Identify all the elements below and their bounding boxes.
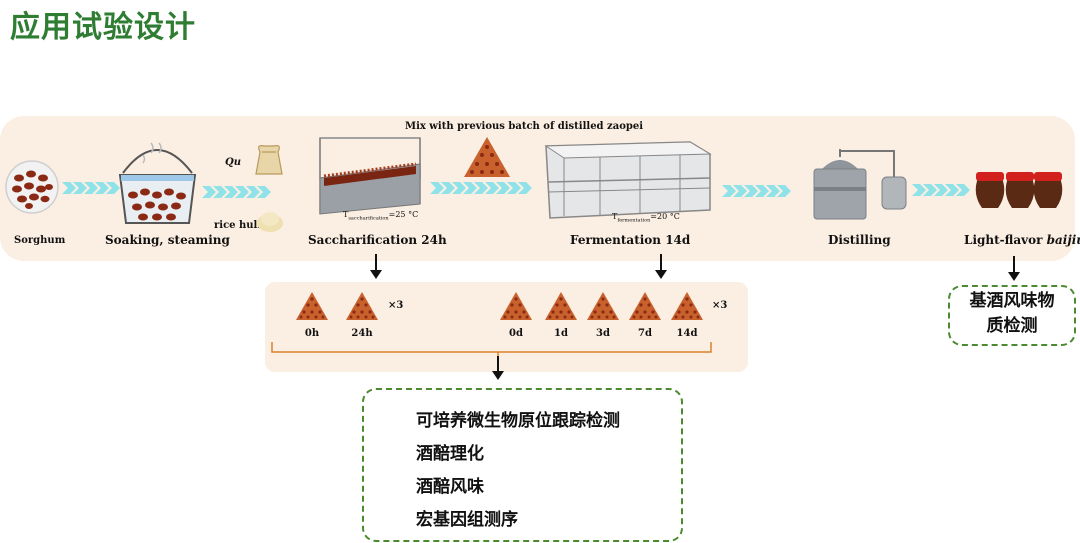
flow-arrow-icon <box>62 182 120 194</box>
replicates-label: ×3 <box>712 300 728 311</box>
analysis-item: 宏基因组测序 <box>416 510 518 530</box>
sorghum-bowl-icon <box>5 160 59 214</box>
analysis-item: 酒醅理化 <box>416 444 484 464</box>
base-liquor-line1: 基酒风味物 <box>969 291 1055 311</box>
steaming-pot-icon <box>118 142 197 224</box>
flow-arrow-icon <box>202 186 271 198</box>
saccharification-bed-icon <box>319 137 421 215</box>
sample-time-label: 3d <box>596 328 610 339</box>
flow-arrow-icon <box>912 184 970 196</box>
fermentation-label: Fermentation 14d <box>570 233 691 247</box>
sample-pile-icon <box>295 290 329 322</box>
sample-pile-icon <box>544 290 578 322</box>
mix-label: Mix with previous batch of distilled zao… <box>405 121 644 132</box>
sample-pile-icon <box>345 290 379 322</box>
distiller-icon <box>813 149 907 220</box>
zaopei-pile-icon <box>464 137 510 177</box>
base-liquor-analysis-box: 基酒风味物 质检测 <box>948 285 1076 346</box>
baijiu-jars-icon <box>975 172 1063 208</box>
analysis-item: 酒醅风味 <box>416 477 484 497</box>
down-arrow-icon <box>492 356 504 380</box>
flow-arrow-icon <box>722 185 791 197</box>
sample-pile-icon <box>586 290 620 322</box>
sampling-panel <box>265 282 748 372</box>
sample-pile-icon <box>670 290 704 322</box>
distilling-label: Distilling <box>828 233 891 247</box>
sample-time-label: 0h <box>304 328 320 339</box>
sample-pile-icon <box>499 290 533 322</box>
qu-label: Qu <box>225 157 241 168</box>
qu-sack-icon <box>255 145 283 175</box>
sample-time-label: 14d <box>676 328 698 339</box>
analysis-item: 可培养微生物原位跟踪检测 <box>416 411 620 431</box>
down-arrow-icon <box>655 254 667 279</box>
flow-arrow-icon <box>430 182 532 194</box>
replicates-label: ×3 <box>388 300 404 311</box>
fermentation-temp: Tfermentation=20 °C <box>612 212 680 224</box>
sample-time-label: 7d <box>638 328 652 339</box>
rice-hull-label: rice hull <box>214 220 262 231</box>
base-liquor-line2: 质检测 <box>986 316 1038 336</box>
rice-hull-pile-icon <box>257 212 283 232</box>
sample-time-label: 24h <box>351 328 373 339</box>
analyses-box: 可培养微生物原位跟踪检测 酒醅理化 酒醅风味 宏基因组测序 <box>362 388 683 542</box>
sample-time-label: 0d <box>509 328 523 339</box>
sample-time-label: 1d <box>554 328 568 339</box>
soaking-label: Soaking, steaming <box>105 233 230 247</box>
down-arrow-icon <box>1008 256 1020 281</box>
down-arrow-icon <box>370 254 382 279</box>
sorghum-label: Sorghum <box>14 235 66 246</box>
baijiu-label: Light-flavor baijiu <box>964 233 1080 247</box>
fermentation-tank-icon <box>544 141 712 219</box>
saccharification-temp: Tsaccharification=25 °C <box>343 210 419 222</box>
saccharification-label: Saccharification 24h <box>308 233 447 247</box>
sample-pile-icon <box>628 290 662 322</box>
page-title: 应用试验设计 <box>10 10 196 45</box>
